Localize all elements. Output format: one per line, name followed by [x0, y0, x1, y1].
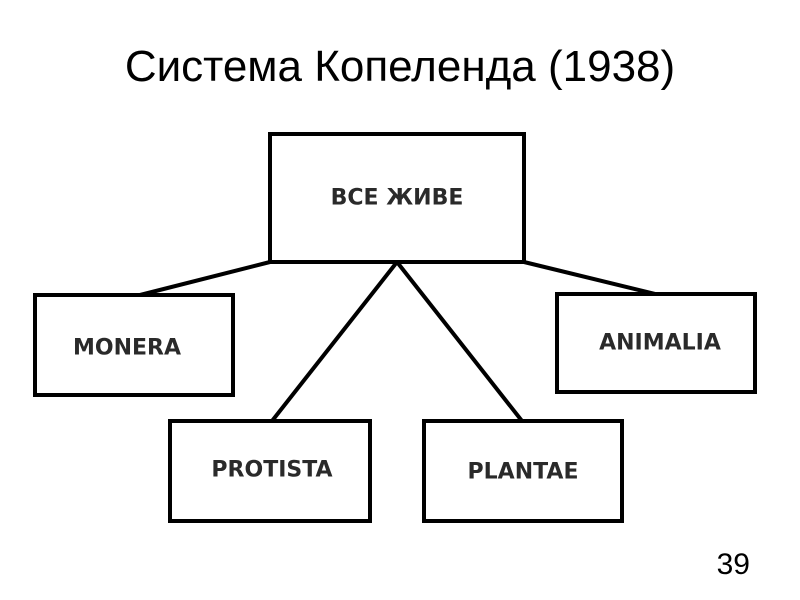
connector-root-protista — [270, 260, 399, 423]
node-monera-label: MONERA — [73, 336, 181, 361]
node-plantae-box — [422, 419, 624, 523]
node-plantae-label: PLANTAE — [468, 460, 579, 485]
connector-root-animalia — [522, 260, 657, 296]
node-root-label: ВСЕ ЖИВЕ — [331, 186, 464, 211]
node-animalia-label: ANIMALIA — [599, 331, 721, 356]
node-protista-box — [168, 419, 372, 523]
connector-root-plantae — [395, 260, 524, 423]
page-number: 39 — [716, 548, 750, 581]
node-animalia: ANIMALIA — [555, 292, 757, 394]
node-root: ВСЕ ЖИВЕ — [268, 132, 526, 264]
node-animalia-box — [555, 292, 757, 394]
connector-root-monera — [138, 260, 272, 297]
node-plantae: PLANTAE — [422, 419, 624, 523]
slide-title: Система Копеленда (1938) — [124, 42, 676, 91]
node-monera-box — [33, 293, 235, 397]
node-protista: PROTISTA — [168, 419, 372, 523]
node-protista-label: PROTISTA — [211, 458, 332, 483]
node-monera: MONERA — [33, 293, 235, 397]
node-root-box — [268, 132, 526, 264]
